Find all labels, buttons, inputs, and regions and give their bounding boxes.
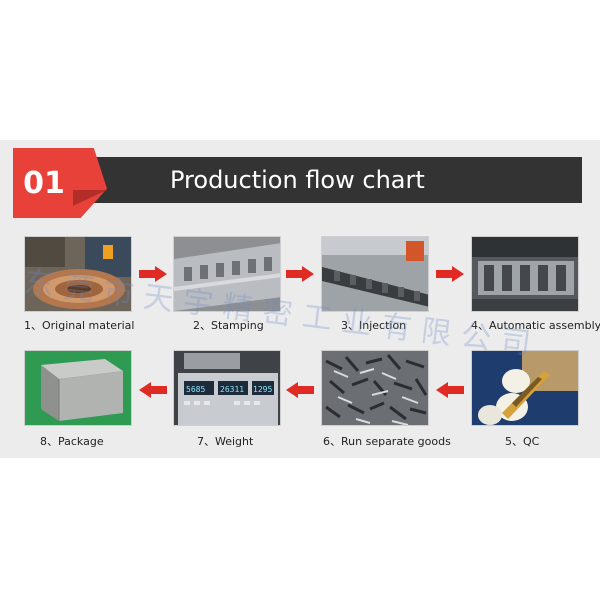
page-title: Production flow chart xyxy=(170,166,425,194)
step-4-photo xyxy=(471,236,579,312)
step-5-label: 5、QC xyxy=(505,435,540,448)
step-1-label: 1、Original material xyxy=(24,319,135,332)
separated-parts-image xyxy=(322,351,428,425)
arrow-right-icon xyxy=(436,266,464,282)
stamping-strip-image xyxy=(174,237,280,311)
step-6-label: 6、Run separate goods xyxy=(323,435,451,448)
step-4-label: 4、Automatic assembly xyxy=(471,319,600,332)
header-bar xyxy=(14,157,582,203)
step-7-photo: 5685 26311 1295 xyxy=(173,350,281,426)
step-3-label: 3、Injection xyxy=(341,319,407,332)
badge-number: 01 xyxy=(23,165,65,201)
arrow-left-icon xyxy=(436,382,464,398)
weighing-scale-image: 5685 26311 1295 xyxy=(174,351,280,425)
package-box-image xyxy=(25,351,131,425)
step-8-photo xyxy=(24,350,132,426)
scale-price-readout: 26311 xyxy=(220,385,244,394)
arrow-left-icon xyxy=(286,382,314,398)
scale-total-readout: 1295 xyxy=(253,385,272,394)
arrow-left-icon xyxy=(139,382,167,398)
step-5-photo xyxy=(471,350,579,426)
scale-weight-readout: 5685 xyxy=(186,385,205,394)
step-8-label: 8、Package xyxy=(40,435,104,448)
quality-check-image xyxy=(472,351,578,425)
injection-machine-image xyxy=(322,237,428,311)
material-coil-image xyxy=(25,237,131,311)
step-3-photo xyxy=(321,236,429,312)
step-1-photo xyxy=(24,236,132,312)
arrow-right-icon xyxy=(139,266,167,282)
assembly-machine-image xyxy=(472,237,578,311)
arrow-right-icon xyxy=(286,266,314,282)
step-2-photo xyxy=(173,236,281,312)
step-6-photo xyxy=(321,350,429,426)
step-2-label: 2、Stamping xyxy=(193,319,264,332)
step-7-label: 7、Weight xyxy=(197,435,254,448)
